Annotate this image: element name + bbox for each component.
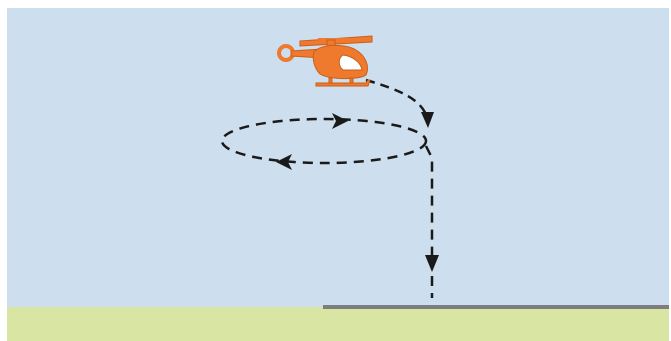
approach-path <box>365 78 430 123</box>
ground <box>7 307 669 341</box>
holding-loop <box>220 117 428 165</box>
arrowhead-icon <box>425 255 439 272</box>
arrowhead-icon <box>332 113 348 129</box>
arrowhead-icon <box>421 112 434 128</box>
arrowhead-icon <box>276 154 292 170</box>
descent-path <box>424 145 434 262</box>
helicopter-icon <box>277 35 373 87</box>
landing-pad <box>323 305 669 309</box>
